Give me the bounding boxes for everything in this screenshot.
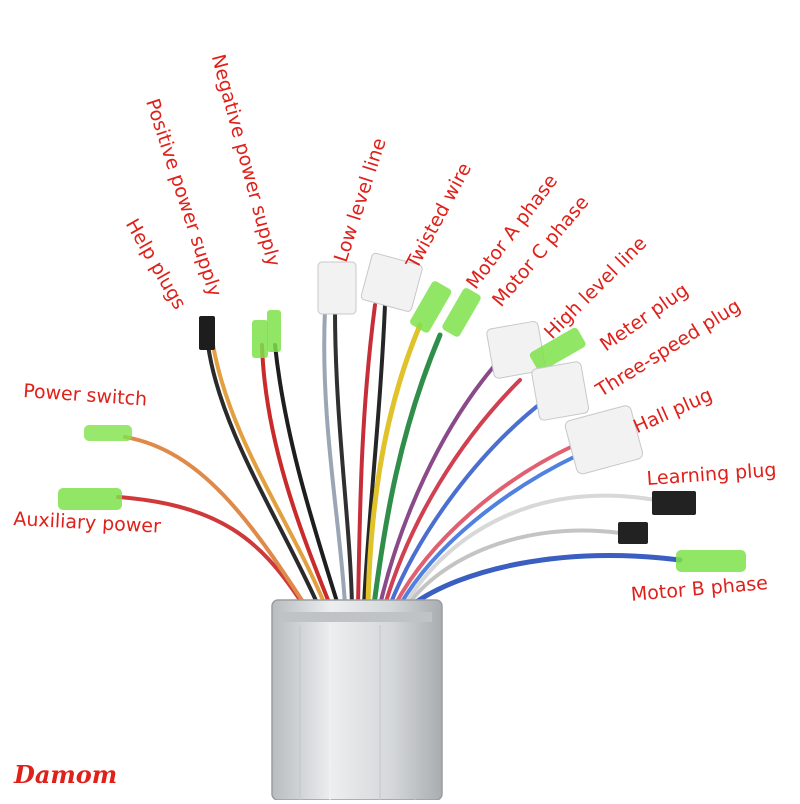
- negative-terminal: [267, 310, 281, 352]
- motor-a-sleeve: [410, 281, 452, 333]
- connectors: [58, 252, 746, 572]
- wire-learning-white: [403, 493, 657, 607]
- wire-twisted-red: [356, 303, 377, 607]
- wire-help-black: [206, 343, 320, 607]
- wire-auxiliary-red: [116, 495, 302, 602]
- watermark-text: Damom: [14, 760, 118, 789]
- wire-negative-black: [273, 343, 340, 607]
- wire-help-orange: [211, 343, 327, 607]
- learning-plug-pair: [618, 522, 648, 544]
- wire-low-level-gray: [322, 308, 347, 607]
- wire-positive-red: [260, 343, 332, 607]
- twisted-wire-connector: [360, 252, 423, 312]
- wire-low-level-black: [333, 308, 354, 607]
- auxiliary-power-sleeve: [58, 488, 122, 510]
- hall-plug-connector: [564, 405, 644, 475]
- controller-housing: [271, 599, 443, 801]
- wire-meter-red: [383, 378, 522, 607]
- wire-motor-b-blue: [409, 553, 683, 608]
- wire-bundle: [116, 303, 683, 608]
- wire-hall-pink: [393, 443, 577, 607]
- motor-c-sleeve: [442, 288, 481, 337]
- wire-three-speed-blue: [388, 398, 547, 607]
- wire-motor-c-green: [371, 332, 443, 608]
- power-switch-terminal: [84, 425, 132, 441]
- wire-twisted-black: [362, 303, 387, 607]
- motor-b-sleeve: [676, 550, 746, 572]
- meter-plug-sleeve: [529, 327, 586, 372]
- high-level-connector: [486, 320, 546, 379]
- wire-power-switch-orange: [123, 435, 307, 607]
- help-plug-connector: [199, 316, 215, 350]
- learning-plug-connector: [652, 491, 696, 515]
- positive-terminal: [252, 320, 268, 358]
- wire-learning-gray: [406, 528, 622, 607]
- three-speed-connector: [531, 361, 590, 421]
- wire-high-level-purple: [378, 363, 497, 607]
- wire-motor-a-yellow: [365, 322, 423, 608]
- low-level-connector: [317, 261, 357, 315]
- wire-hall-blue: [398, 453, 580, 607]
